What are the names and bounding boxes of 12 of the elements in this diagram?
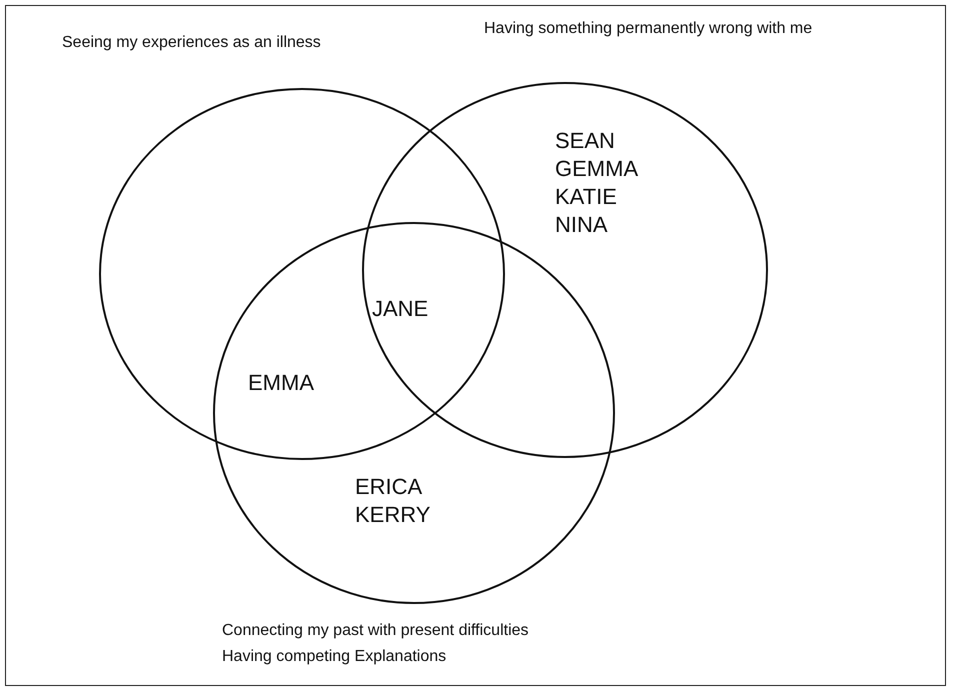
set-label: Having competing Explanations bbox=[222, 648, 446, 666]
set-label: Seeing my experiences as an illness bbox=[62, 34, 321, 52]
set-label: Having something permanently wrong with me bbox=[484, 20, 812, 38]
participant-name: KATIE bbox=[555, 184, 617, 210]
participant-name: ERICA bbox=[355, 474, 422, 500]
participant-name: EMMA bbox=[248, 370, 314, 396]
set-label: Connecting my past with present difficulties bbox=[222, 622, 529, 640]
participant-name: KERRY bbox=[355, 502, 430, 528]
participant-name: NINA bbox=[555, 212, 608, 238]
participant-name: SEAN bbox=[555, 128, 615, 154]
participant-name: JANE bbox=[372, 296, 428, 322]
participant-name: GEMMA bbox=[555, 156, 638, 182]
